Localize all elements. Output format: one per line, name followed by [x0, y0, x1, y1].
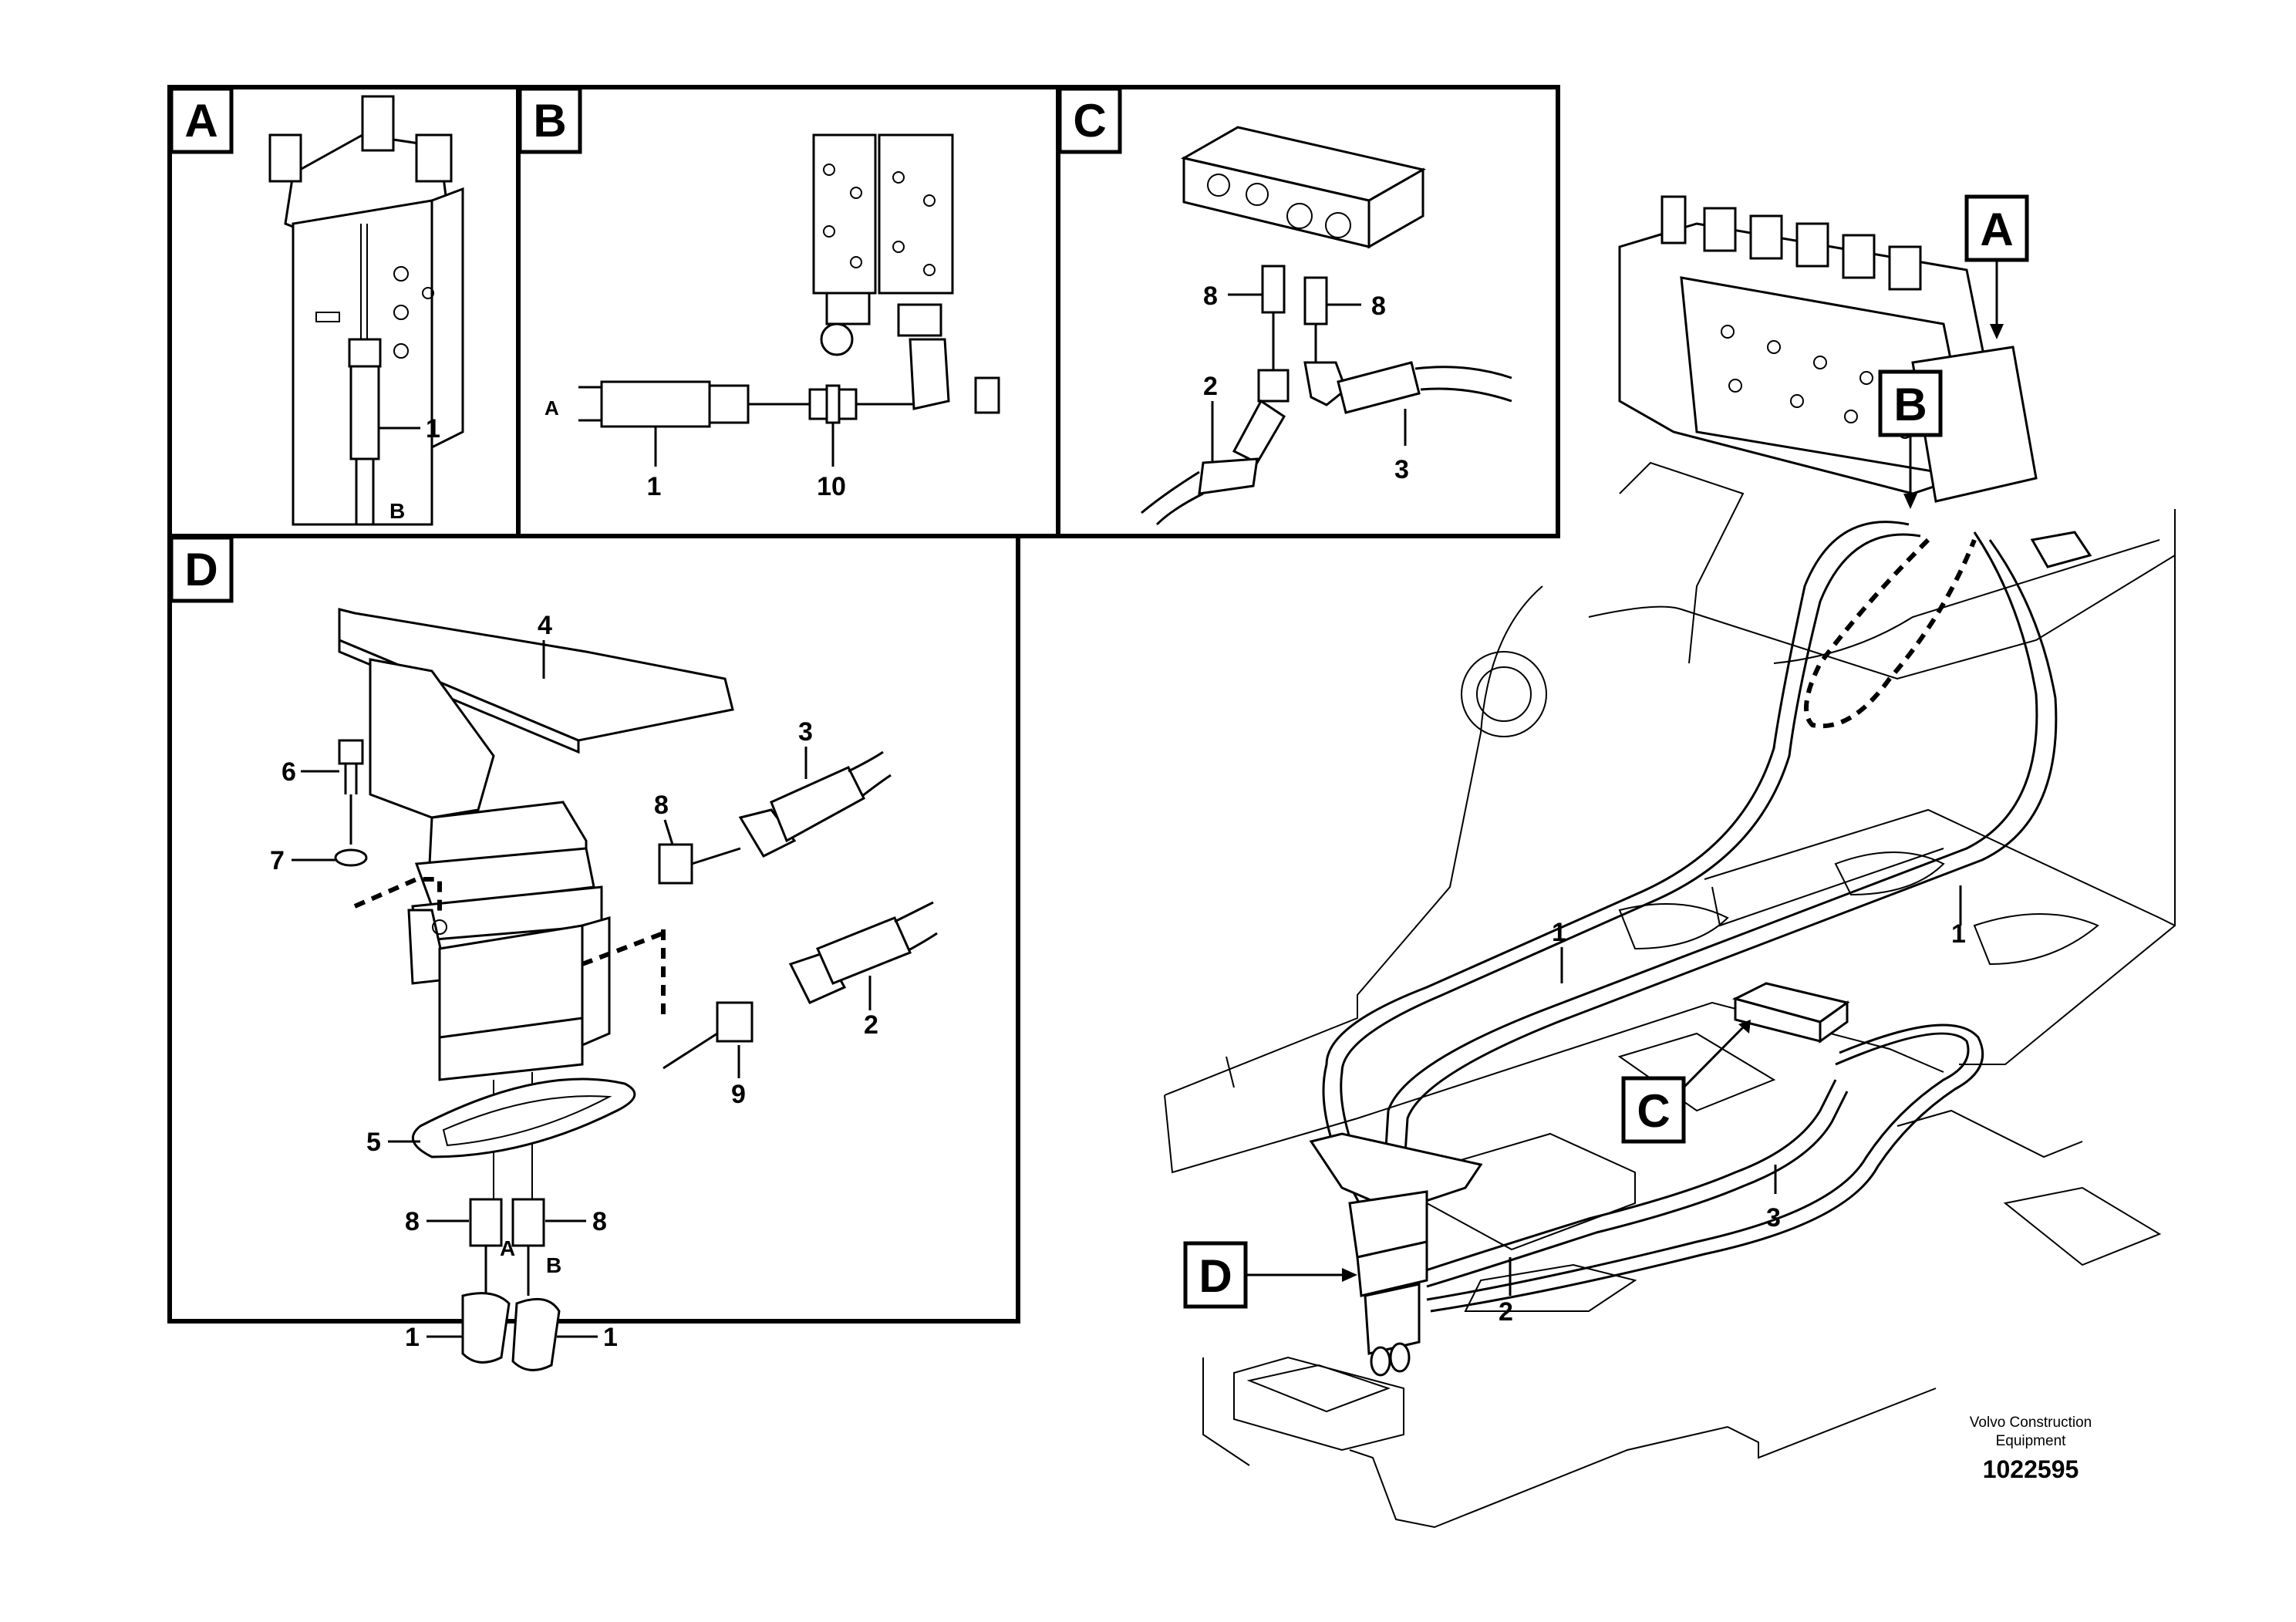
panel-d-callout-2: 2	[864, 1010, 878, 1040]
panel-c-callout-2: 2	[1203, 372, 1218, 401]
overview-letter-b: B	[1893, 379, 1927, 430]
panel-b-hose-assembly	[578, 380, 914, 428]
panel-c-letter: C	[1073, 95, 1106, 147]
panel-d-seal-ring	[412, 1077, 636, 1158]
panel-d-bolt-and-washer	[334, 739, 442, 918]
panel-d-callout-4: 4	[538, 611, 552, 640]
hydraulic-hoses	[1322, 521, 2058, 1313]
pedal-valve-d	[1309, 1132, 1483, 1377]
panel-a-port-b: B	[389, 499, 405, 523]
panel-d-callout-8-top: 8	[654, 791, 669, 820]
panel-d-port-a: A	[500, 1236, 515, 1260]
panel-b-label-box	[518, 86, 582, 154]
overview-letter-d: D	[1199, 1250, 1232, 1302]
overview-callout-1-left: 1	[1552, 918, 1566, 947]
panel-d-callout-9: 9	[731, 1080, 746, 1109]
drawing-number: 1022595	[1983, 1455, 2079, 1483]
panel-a-hose	[348, 338, 382, 524]
panel-b-callout-10: 10	[817, 472, 846, 501]
overview-callout-3: 3	[1766, 1203, 1781, 1233]
panel-d-callout-7: 7	[270, 846, 285, 875]
panel-a-callout-1: 1	[426, 414, 440, 443]
panel-d-callout-1-right: 1	[603, 1323, 618, 1352]
detail-panel-a: A 1 B	[167, 85, 521, 538]
panel-c-fittings-and-hoses	[1141, 265, 1512, 526]
panel-d-port-b: B	[546, 1253, 561, 1277]
title-block: Volvo Construction Equipment 1022595	[1970, 1415, 2092, 1483]
detail-panel-d: D	[167, 534, 1020, 1371]
panel-d-callout-8-right: 8	[592, 1207, 607, 1236]
machine-overview: A B C D 1 1 2 3	[1164, 194, 2176, 1529]
panel-d-callout-5: 5	[366, 1128, 381, 1157]
panel-c-callout-8-left: 8	[1203, 282, 1218, 311]
panel-d-label-box	[169, 535, 234, 603]
panel-a-valve-illustration	[268, 95, 464, 526]
panel-d-fittings-and-hoses	[461, 750, 938, 1371]
frame-structure	[1164, 461, 2176, 1529]
manufacturer-line-2: Equipment	[1996, 1433, 2067, 1449]
overview-callout-1-right: 1	[1951, 919, 1966, 949]
overview-callout-2: 2	[1499, 1297, 1513, 1327]
overview-label-a: A	[1964, 194, 2029, 339]
panel-a-letter: A	[184, 95, 217, 147]
panel-c-label-box	[1057, 86, 1122, 154]
manufacturer-line-1: Volvo Construction	[1970, 1415, 2092, 1431]
panel-d-leader-8-top	[663, 819, 674, 845]
panel-b-letter: B	[533, 95, 566, 147]
detail-panel-b: B A 1 10	[516, 85, 1060, 538]
manifold-block-c	[1731, 982, 1850, 1044]
overview-label-c: C	[1621, 1020, 1751, 1144]
panel-d-letter: D	[184, 544, 217, 595]
panel-b-port-a: A	[544, 396, 559, 420]
overview-label-b: B	[1878, 369, 1943, 509]
panel-b-callout-1: 1	[647, 472, 662, 501]
panel-d-callout-3: 3	[798, 717, 813, 747]
panel-d-callout-1-left: 1	[405, 1323, 420, 1352]
overview-letter-a: A	[1980, 204, 2013, 255]
overview-label-d: D	[1183, 1241, 1357, 1309]
panel-b-valve-illustration	[812, 133, 1000, 414]
panel-a-label-box	[169, 86, 234, 154]
panel-c-manifold-block	[1180, 126, 1427, 249]
detail-panel-c: C 8 8 2	[1056, 85, 1560, 538]
panel-d-callout-8-left: 8	[405, 1207, 420, 1236]
overview-letter-c: C	[1637, 1085, 1670, 1137]
panel-c-callout-3: 3	[1394, 455, 1409, 484]
panel-c-callout-8-right: 8	[1371, 292, 1386, 321]
panel-d-callout-6: 6	[282, 757, 296, 787]
